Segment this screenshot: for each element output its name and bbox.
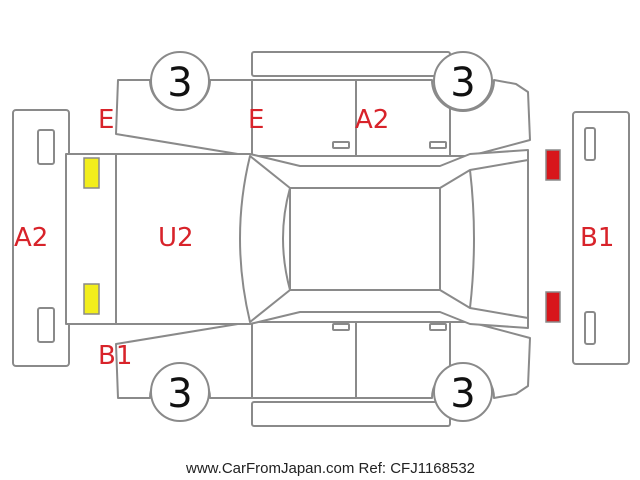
rear-bumper xyxy=(572,111,630,365)
right-side-profile xyxy=(115,321,531,427)
damage-label-hood: U2 xyxy=(158,223,194,253)
front-right-headlamp xyxy=(83,283,100,315)
damage-label-front-bumper: A2 xyxy=(14,223,48,253)
damage-label-front-right-corner: B1 xyxy=(98,341,132,371)
rear-right-taillamp xyxy=(545,291,561,323)
damage-label-front-left-corner: E xyxy=(98,105,114,135)
wheel-rear-left: 3 xyxy=(433,51,493,111)
wheel-front-right-grade: 3 xyxy=(167,371,192,417)
wheel-rear-left-grade: 3 xyxy=(450,60,475,106)
top-view-body xyxy=(65,149,529,329)
wheel-front-left: 3 xyxy=(150,51,210,111)
damage-label-rear-left-door: A2 xyxy=(355,105,389,135)
damage-label-front-left-door: E xyxy=(248,105,264,135)
wheel-front-left-grade: 3 xyxy=(167,60,192,106)
watermark: www.CarFromJapan.com Ref: CFJ1168532 xyxy=(185,460,475,477)
damage-label-rear-bumper: B1 xyxy=(580,223,614,253)
front-left-headlamp xyxy=(83,157,100,189)
wheel-rear-right-grade: 3 xyxy=(450,371,475,417)
wheel-rear-right: 3 xyxy=(433,362,493,422)
wheel-front-right: 3 xyxy=(150,362,210,422)
rear-left-taillamp xyxy=(545,149,561,181)
